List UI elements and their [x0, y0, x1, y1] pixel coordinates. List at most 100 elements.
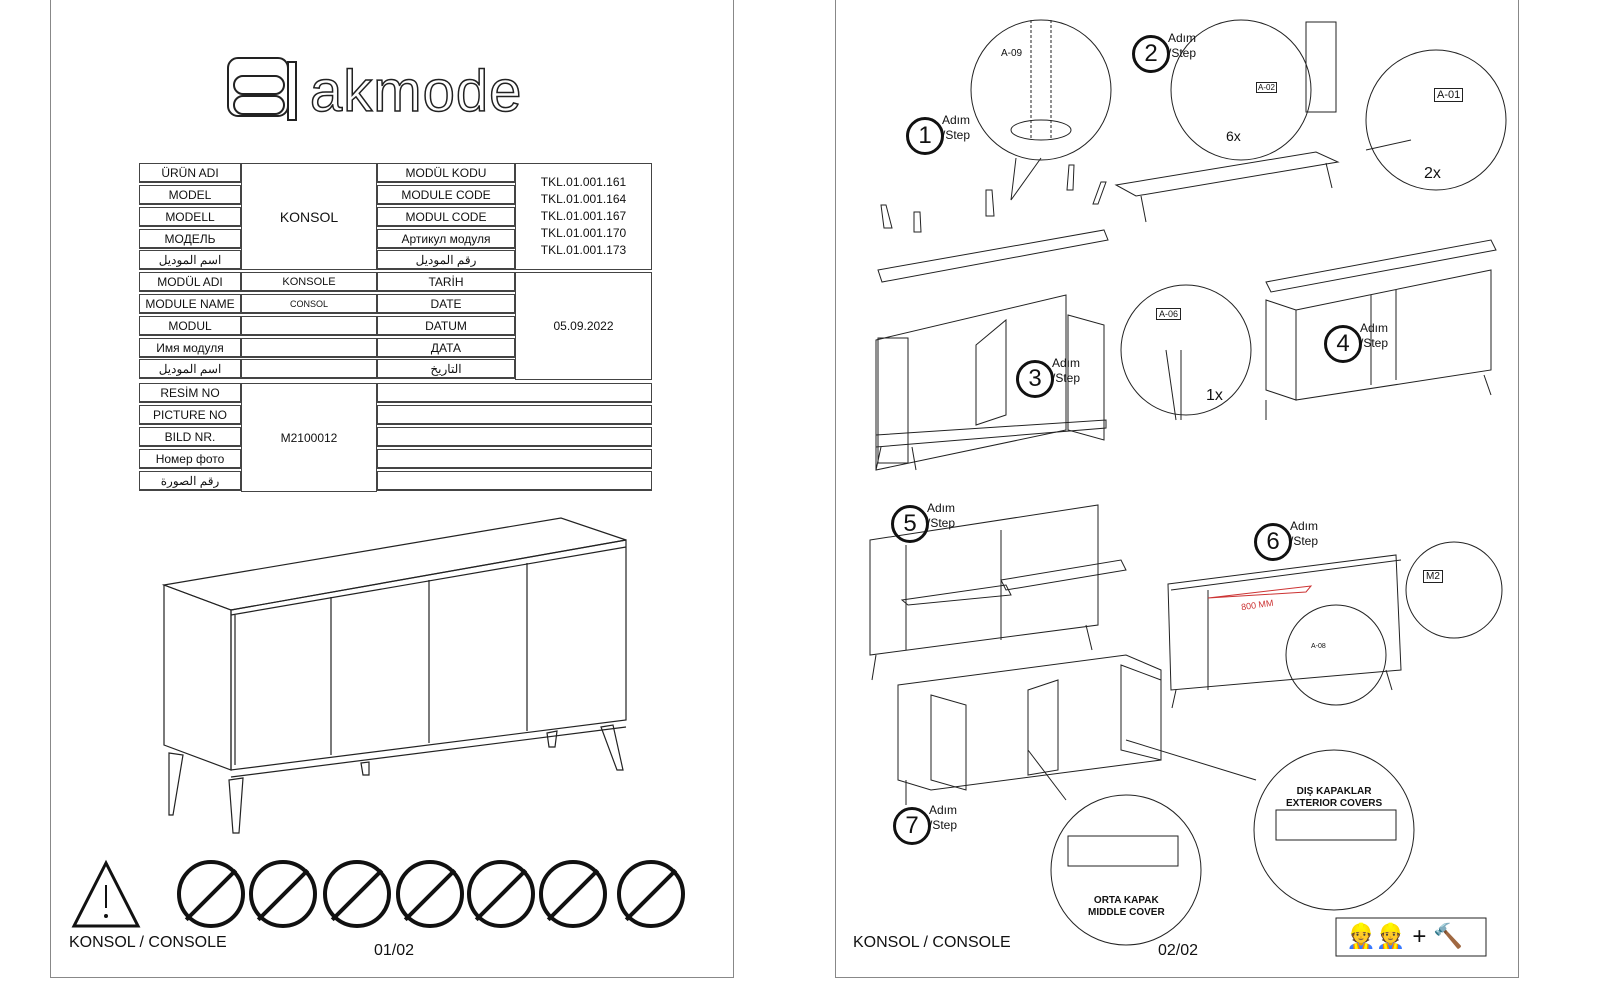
step-label-tr: Adım — [942, 113, 971, 127]
date-value: 05.09.2022 — [515, 272, 652, 380]
step-label-tr: Adım — [1360, 321, 1389, 335]
assembly-people-box — [1335, 917, 1487, 957]
module-code: TKL.01.001.173 — [540, 243, 627, 257]
step-number: 7 — [893, 807, 931, 845]
step-label: Adım/Step — [1290, 519, 1318, 549]
product-label: MODELL — [139, 207, 241, 227]
module-code-label: رقم الموديل — [377, 250, 515, 270]
page-number: 02/02 — [1158, 942, 1199, 959]
side-panel — [1305, 21, 1337, 113]
no-glue-icon — [617, 860, 685, 928]
step-label-tr: Adım — [1168, 31, 1197, 45]
no-power-drill-icon — [396, 860, 464, 928]
part-label-a02: A-02 — [1256, 82, 1277, 93]
middle-cover-label: ORTA KAPAK MIDDLE COVER — [1088, 895, 1165, 919]
picture-extra-field — [377, 449, 652, 469]
no-measuring-tape-icon — [323, 860, 391, 928]
product-label: МОДЕЛЬ — [139, 229, 241, 249]
step-number: 4 — [1324, 325, 1362, 363]
date-label: ДАТА — [377, 338, 515, 358]
module-code-label: Артикул модуля — [377, 229, 515, 249]
picture-label: PICTURE NO — [139, 405, 241, 425]
module-name-label: MODÜL ADI — [139, 272, 241, 292]
picture-label: BILD NR. — [139, 427, 241, 447]
exterior-covers-label: DIŞ KAPAKLAR EXTERIOR COVERS — [1286, 786, 1382, 810]
product-label: ÜRÜN ADI — [139, 163, 241, 183]
date-label: TARİH — [377, 272, 515, 292]
step-label: Adım/Step — [1052, 356, 1080, 386]
step-number: 3 — [1016, 360, 1054, 398]
picture-extra-field — [377, 383, 652, 403]
no-single-person-icon — [249, 860, 317, 928]
two-people-plus-tools-icon: 👷👷 + 🔨 — [1346, 923, 1463, 950]
step-label: Adım/Step — [927, 501, 955, 531]
page-number: 01/02 — [374, 942, 415, 959]
step-label: Adım/Step — [942, 113, 970, 143]
date-label: DATUM — [377, 316, 515, 336]
module-code-label: MODULE CODE — [377, 185, 515, 205]
quantity-1x: 1x — [1206, 387, 1223, 404]
step-label-en: /Step — [927, 516, 956, 530]
exterior-covers-en: EXTERIOR COVERS — [1286, 798, 1383, 809]
product-label: MODEL — [139, 185, 241, 205]
module-code: TKL.01.001.161 — [540, 175, 627, 189]
step-label-en: /Step — [1360, 336, 1389, 350]
step-label-tr: Adım — [1052, 356, 1081, 370]
detail-circle-a08 — [1285, 604, 1387, 706]
part-label-a01: A-01 — [1434, 88, 1464, 102]
quantity-2x: 2x — [1424, 165, 1441, 182]
step-label: Adım/Step — [929, 803, 957, 833]
detail-circle-exterior-covers — [1253, 749, 1415, 911]
picture-label: رقم الصورة — [139, 471, 241, 491]
assembly-drawings — [869, 19, 1507, 957]
part-label-a08: A-08 — [1311, 643, 1326, 650]
akmode-logo-mark — [227, 57, 297, 121]
module-name-value — [241, 338, 377, 358]
module-name-value — [241, 316, 377, 336]
bottom-panel — [877, 229, 1109, 283]
module-name-label: اسم الموديل — [139, 359, 241, 379]
picture-label: Номер фото — [139, 449, 241, 469]
detail-circle-a02 — [1170, 19, 1312, 161]
picture-extra-field — [377, 471, 652, 491]
step-label-tr: Adım — [929, 803, 958, 817]
warning-icon — [71, 859, 141, 928]
step-label-tr: Adım — [1290, 519, 1319, 533]
module-name-value: KONSOLE — [241, 272, 377, 292]
step-label-tr: Adım — [927, 501, 956, 515]
middle-cover-en: MIDDLE COVER — [1088, 907, 1165, 918]
no-small-parts-icon — [467, 860, 535, 928]
step-number: 6 — [1254, 523, 1292, 561]
detail-circle-a09 — [970, 19, 1112, 161]
date-label: التاريخ — [377, 359, 515, 379]
detail-circle-middle-cover — [1050, 794, 1202, 946]
step-label: Adım/Step — [1360, 321, 1388, 351]
detail-circle-a01 — [1365, 49, 1507, 191]
picture-extra-field — [377, 405, 652, 425]
step-label-en: /Step — [1290, 534, 1319, 548]
product-value: KONSOL — [241, 163, 377, 270]
module-code: TKL.01.001.164 — [540, 192, 627, 206]
module-code-label: MODÜL KODU — [377, 163, 515, 183]
detail-circle-m2 — [1405, 541, 1503, 639]
module-name-label: MODULE NAME — [139, 294, 241, 314]
console-illustration — [161, 517, 627, 834]
quantity-6x: 6x — [1226, 128, 1241, 144]
product-label: اسم الموديل — [139, 250, 241, 270]
picture-value: M2100012 — [241, 383, 377, 492]
step-number: 2 — [1132, 35, 1170, 73]
detail-circle-a06 — [1120, 284, 1252, 416]
step-number: 1 — [906, 117, 944, 155]
exterior-covers-tr: DIŞ KAPAKLAR — [1296, 786, 1372, 797]
no-single-person-icon — [177, 860, 245, 928]
module-name-label: MODUL — [139, 316, 241, 336]
module-code: TKL.01.001.167 — [540, 209, 627, 223]
step-number: 5 — [891, 505, 929, 543]
